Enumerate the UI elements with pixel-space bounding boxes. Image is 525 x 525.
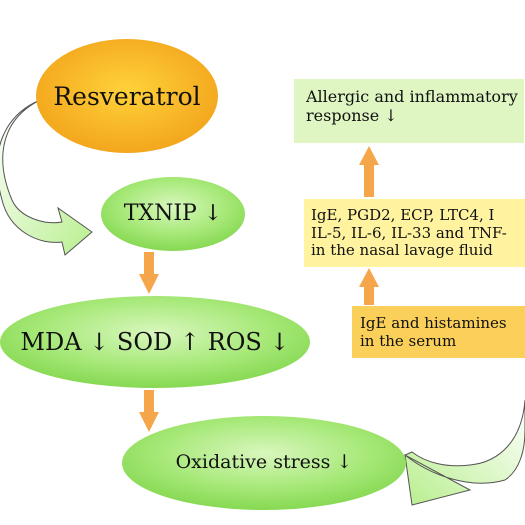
- response-line-1: Allergic and inflammatory: [306, 87, 518, 106]
- down-arrow-1-shaft: [144, 252, 154, 275]
- serum-line-2: in the serum: [360, 332, 457, 350]
- up-arrow-1-head: [359, 146, 379, 165]
- curved-arrow-right: [404, 399, 525, 506]
- lavage-line-3: in the nasal lavage fluid: [311, 241, 493, 260]
- markers-node: [0, 296, 310, 388]
- down-arrow-1-head: [139, 274, 159, 294]
- response-box: [294, 79, 524, 143]
- txnip-node: [101, 177, 245, 251]
- up-arrow-2-head: [359, 268, 379, 287]
- up-arrow-2-shaft: [364, 285, 374, 305]
- oxidative-stress-label: Oxidative stress ↓: [175, 451, 353, 473]
- serum-text: IgE and histamines in the serum: [360, 314, 522, 350]
- response-text: Allergic and inflammatory response ↓: [306, 87, 521, 125]
- lavage-box: [304, 199, 525, 267]
- curved-arrow-left: [0, 99, 93, 256]
- resveratrol-label: Resveratrol: [53, 82, 201, 111]
- up-arrow-1-shaft: [364, 163, 374, 197]
- serum-box: [352, 306, 525, 358]
- response-line-2: response ↓: [306, 106, 398, 126]
- txnip-label: TXNIP ↓: [123, 201, 223, 226]
- resveratrol-node: [36, 39, 218, 153]
- lavage-line-2: IL-5, IL-6, IL-33 and TNF-: [311, 223, 507, 242]
- oxidative-stress-node: [122, 416, 406, 510]
- markers-label: MDA ↓ SOD ↑ ROS ↓: [20, 328, 290, 356]
- lavage-line-1: IgE, PGD2, ECP, LTC4, I: [311, 207, 495, 224]
- down-arrow-2-shaft: [144, 390, 154, 414]
- lavage-text: IgE, PGD2, ECP, LTC4, I IL-5, IL-6, IL-3…: [311, 207, 525, 260]
- serum-line-1: IgE and histamines: [360, 314, 507, 332]
- down-arrow-2-head: [139, 412, 159, 432]
